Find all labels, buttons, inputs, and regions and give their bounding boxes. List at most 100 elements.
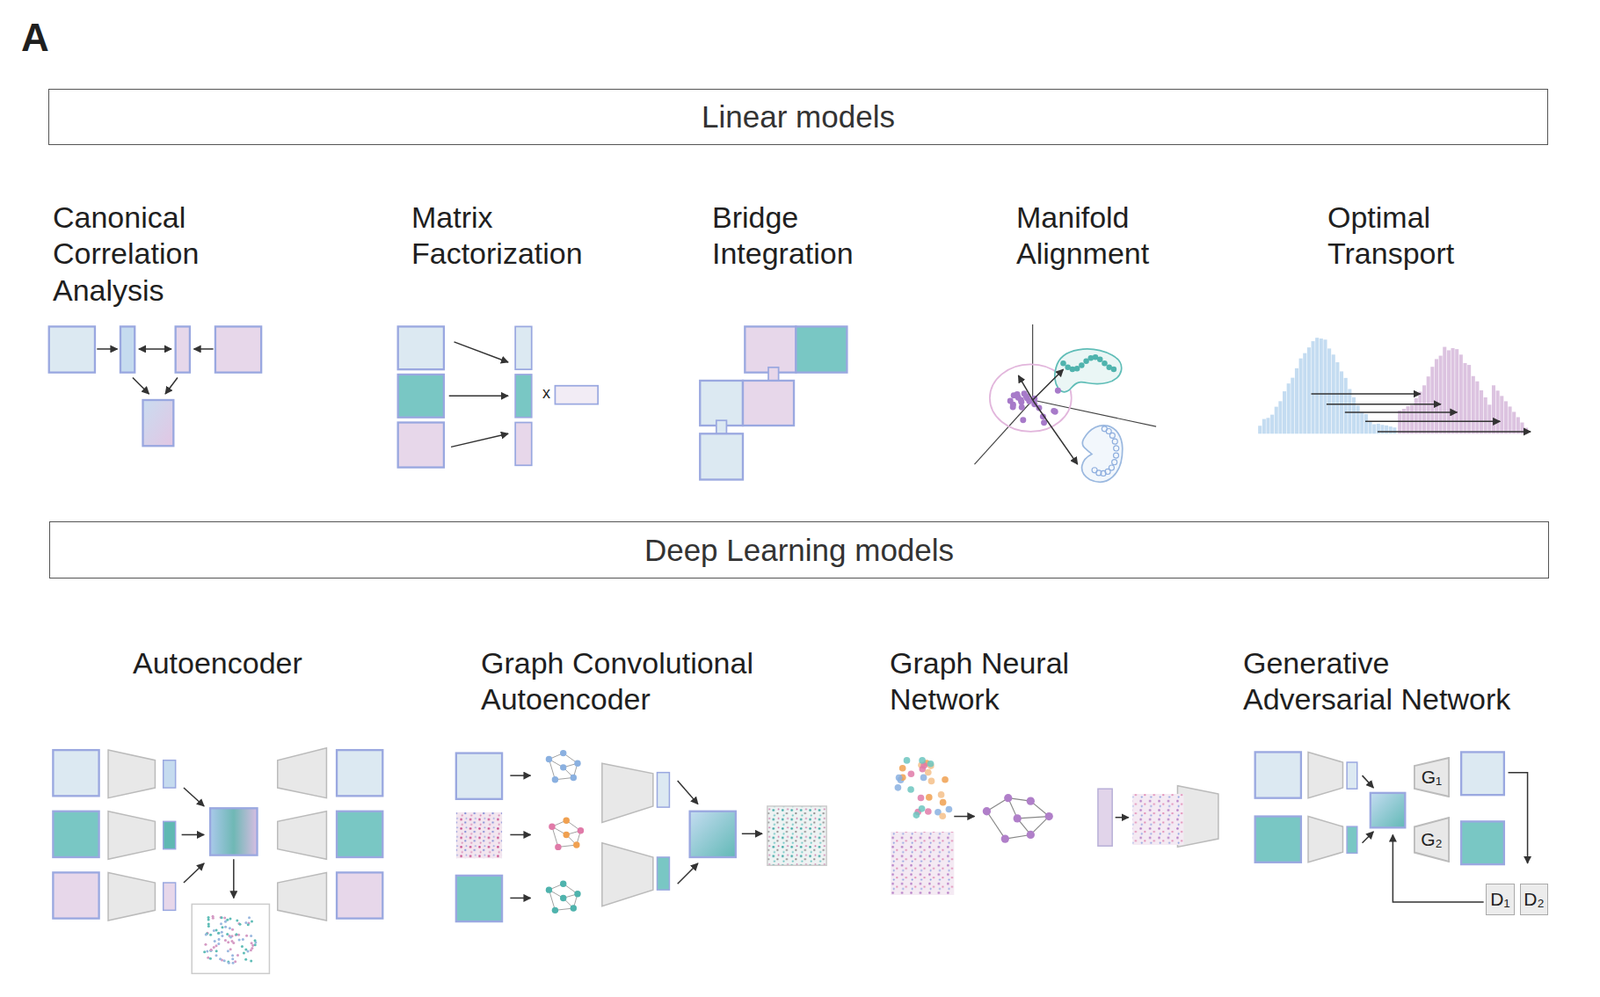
path-shape — [1082, 425, 1123, 482]
line-shape — [165, 377, 178, 394]
rect-shape — [699, 433, 743, 480]
circle-shape — [210, 948, 213, 952]
method-title: Matrix Factorization — [411, 199, 583, 273]
rect-shape — [163, 760, 176, 788]
circle-shape — [548, 822, 555, 830]
circle-shape — [913, 811, 921, 819]
circle-shape — [204, 933, 208, 937]
circle-shape — [220, 925, 224, 929]
node-text: G₂ — [1420, 829, 1443, 851]
rect-shape — [1344, 378, 1348, 434]
rect-shape — [1499, 395, 1504, 434]
circle-shape — [215, 953, 219, 957]
rect-shape — [456, 753, 502, 800]
circle-shape — [941, 776, 949, 784]
rect-shape — [1471, 376, 1476, 435]
circle-shape — [560, 894, 567, 902]
line-shape — [1032, 400, 1157, 427]
rect-shape — [163, 821, 176, 849]
circle-shape — [1018, 404, 1026, 411]
circle-shape — [223, 959, 226, 962]
rect-shape — [1430, 366, 1434, 434]
circle-shape — [242, 952, 246, 955]
method-title: Generative Adversarial Network — [1243, 645, 1527, 719]
circle-shape — [229, 947, 233, 951]
circle-shape — [225, 918, 229, 922]
path-shape — [1054, 349, 1122, 393]
circle-shape — [224, 925, 227, 929]
circle-shape — [918, 756, 926, 764]
line-shape — [181, 834, 205, 837]
circle-shape — [233, 960, 237, 963]
circle-shape — [938, 791, 946, 799]
rect-shape — [1347, 388, 1352, 434]
circle-shape — [573, 841, 580, 848]
circle-shape — [1026, 797, 1035, 806]
circle-shape — [562, 831, 569, 838]
rect-shape — [1389, 426, 1393, 434]
rect-shape — [1360, 412, 1364, 435]
circle-shape — [927, 760, 935, 768]
circle-shape — [234, 932, 238, 936]
rect-shape — [1508, 406, 1513, 434]
circle-shape — [1021, 390, 1028, 397]
rect-shape — [143, 400, 175, 446]
circle-shape — [212, 929, 216, 932]
rect-shape — [767, 806, 827, 866]
rect-shape — [1315, 337, 1319, 434]
circle-shape — [217, 931, 220, 935]
rect-shape — [398, 326, 444, 370]
rect-shape — [1302, 353, 1307, 435]
circle-shape — [925, 793, 933, 801]
panel-letter: A — [21, 14, 50, 62]
polyline-shape — [1508, 772, 1528, 864]
discriminator-box: D₂ — [1520, 883, 1549, 916]
circle-shape — [217, 942, 220, 946]
circle-shape — [220, 930, 224, 934]
circle-shape — [237, 933, 240, 937]
rect-shape — [744, 326, 796, 372]
line-shape — [132, 377, 150, 394]
circle-shape — [226, 940, 230, 944]
circle-shape — [245, 934, 248, 938]
path-shape — [602, 763, 654, 906]
rect-shape — [1524, 428, 1528, 435]
line-shape — [183, 863, 204, 883]
circle-shape — [1112, 459, 1118, 466]
rect-shape — [1368, 421, 1373, 434]
circle-shape — [938, 812, 946, 820]
method-title: Graph Neural Network — [889, 645, 1101, 719]
line-shape — [974, 400, 1033, 465]
circle-shape — [939, 799, 947, 807]
rect-shape — [1370, 792, 1405, 828]
rect-shape — [1294, 368, 1299, 434]
circle-shape — [240, 945, 244, 948]
rect-shape — [1487, 404, 1491, 434]
line-shape — [138, 348, 172, 350]
circle-shape — [1045, 812, 1054, 821]
rect-shape — [1265, 417, 1270, 434]
circle-shape — [560, 763, 567, 771]
g-shape — [1258, 337, 1528, 434]
rect-shape — [1098, 788, 1113, 846]
rect-shape — [1299, 358, 1303, 435]
g-shape — [1007, 354, 1120, 476]
rect-shape — [215, 326, 262, 372]
circle-shape — [218, 938, 221, 941]
circle-shape — [250, 919, 254, 923]
circle-shape — [218, 957, 222, 960]
circle-shape — [241, 938, 245, 941]
circle-shape — [1010, 403, 1017, 410]
circle-shape — [213, 939, 217, 943]
rect-shape — [890, 831, 954, 895]
circle-shape — [552, 907, 559, 914]
section-banner: Linear models — [48, 88, 1549, 146]
rect-shape — [515, 422, 532, 466]
circle-shape — [1112, 438, 1118, 444]
rect-shape — [1422, 385, 1426, 434]
method-title: Optimal Transport — [1327, 199, 1455, 273]
rect-shape — [1327, 348, 1331, 434]
circle-shape — [908, 770, 916, 778]
line-shape — [677, 863, 699, 884]
